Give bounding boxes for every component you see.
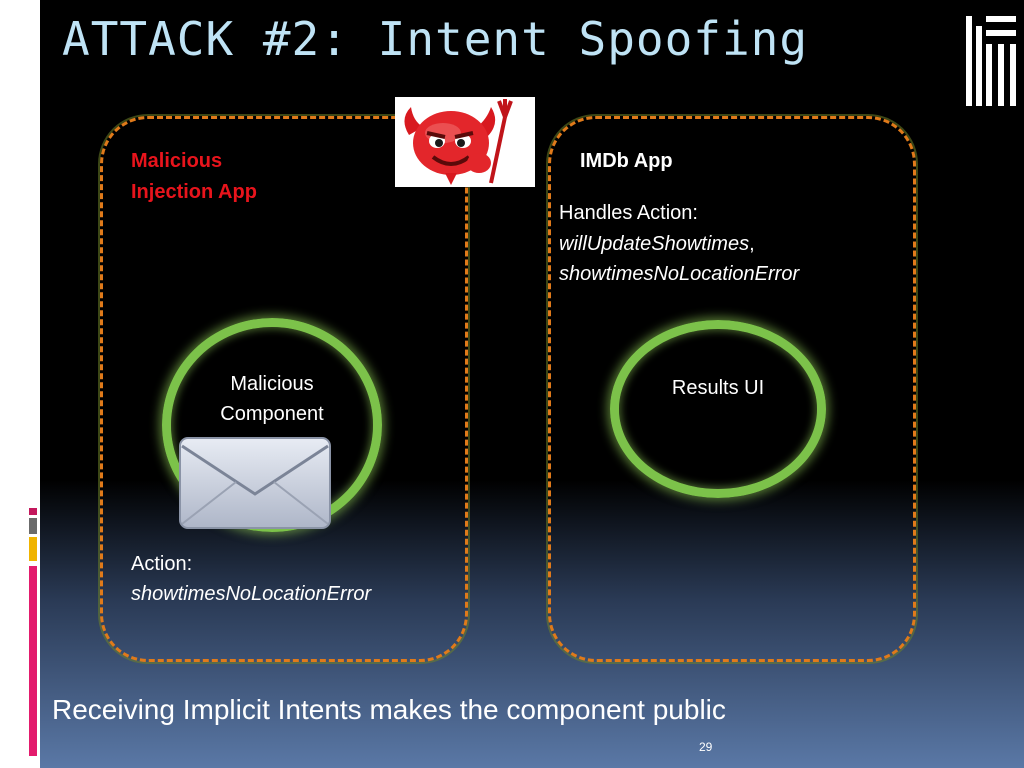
malicious-app-label-line1: Malicious <box>131 150 223 172</box>
accent-bar-3 <box>29 537 37 561</box>
malicious-component-label-line2: Component <box>220 403 324 425</box>
results-ui-label: Results UI <box>671 377 765 399</box>
left-accent-strip <box>0 0 40 768</box>
malicious-app-panel <box>100 116 468 662</box>
window-grid-icon <box>966 16 1016 106</box>
devil-image <box>395 97 535 187</box>
action-value-text: showtimesNoLocationError <box>131 583 372 605</box>
imdb-app-label: IMDb App <box>580 150 673 172</box>
accent-bar-2 <box>29 518 37 534</box>
malicious-app-label-line2: Injection App <box>131 181 257 203</box>
slide-title: ATTACK #2: Intent Spoofing <box>62 12 809 66</box>
results-ui-ring: Results UI <box>610 320 826 498</box>
imdb-app-panel <box>548 116 916 662</box>
handles-action-value1: willUpdateShowtimes, <box>559 229 755 259</box>
page-number: 29 <box>699 740 713 754</box>
accent-bar-1 <box>29 508 37 515</box>
slide-footer: Receiving Implicit Intents makes the com… <box>52 694 726 725</box>
handles-action-value2: showtimesNoLocationError <box>559 259 799 289</box>
action-label: Action: <box>131 553 193 575</box>
handles-action-separator: , <box>749 233 755 255</box>
devil-icon <box>404 99 513 185</box>
envelope-icon <box>179 437 331 529</box>
malicious-component-label-line1: Malicious <box>230 373 314 395</box>
handles-action-value1-text: willUpdateShowtimes <box>559 233 750 255</box>
handles-action-value2-text: showtimesNoLocationError <box>559 263 800 285</box>
accent-bar-4 <box>29 566 37 756</box>
handles-action-label: Handles Action: <box>559 202 698 224</box>
action-value: showtimesNoLocationError <box>131 579 371 609</box>
